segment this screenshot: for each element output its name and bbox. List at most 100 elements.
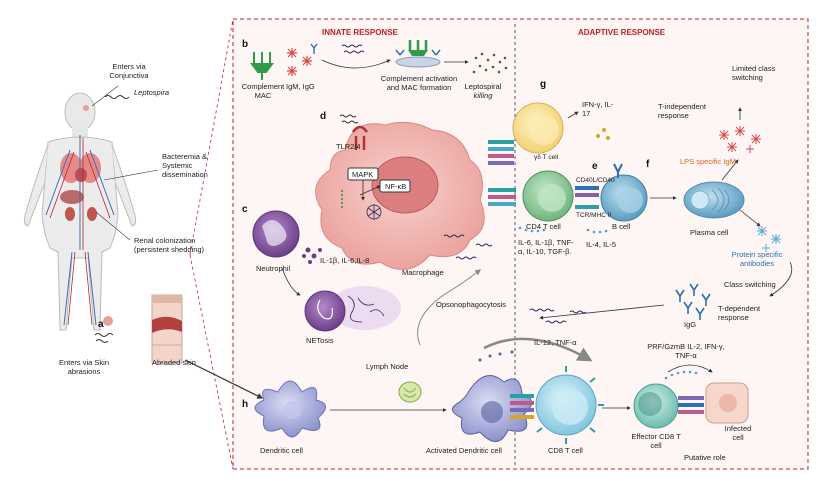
- phagocytosed-leptospira-icon: [366, 204, 382, 220]
- infected-cell-nucleus: [719, 394, 737, 412]
- putative-role-label: Putative role: [684, 453, 726, 462]
- gd-cytokine-arrow: [567, 111, 579, 119]
- pointer-conjunctiva: [91, 85, 119, 107]
- t-dependent-label: T-dependent response: [718, 304, 761, 322]
- igg-to-opsono-arrow: [539, 304, 665, 320]
- panel-label-a: a: [98, 319, 104, 330]
- opsonophagocytosis-label: Opsonophagocytosis: [436, 300, 507, 309]
- igg-antibody-icons: [675, 283, 711, 320]
- prf-gzmb-label: PRF/GzmB IL-2, IFN-γ, TNF-α: [647, 342, 725, 360]
- lymph-node-label: Lymph Node: [366, 362, 409, 371]
- panel-label-f: f: [646, 159, 650, 170]
- il12-tnf-label: IL-12, TNF-α: [534, 338, 577, 347]
- adaptive-response-header: ADAPTIVE RESPONSE: [578, 28, 666, 37]
- nfkb-arrow: [359, 185, 381, 196]
- pointer-bacteremia: [103, 169, 159, 181]
- complement-arrow: [321, 59, 391, 69]
- tcr-connectors-g: [488, 140, 514, 165]
- panel-label-c: c: [242, 204, 248, 215]
- gd-cytokine-dots: [596, 128, 610, 140]
- activated-dendritic-nucleus: [481, 401, 503, 423]
- neutrophil-granules: [302, 247, 322, 264]
- leptospiral-killing-dots: [472, 52, 508, 74]
- lps-igm-label: LPS specific IgM: [680, 157, 736, 166]
- cd8-nucleus: [552, 389, 588, 425]
- limited-switching-label: Limited class switching: [732, 64, 776, 82]
- effector-infected-connectors: [678, 396, 704, 414]
- dendritic-cell-label: Dendritic cell: [260, 446, 303, 455]
- complement-mac-icon: [250, 52, 274, 80]
- renal-colonization-label: Renal colonization (persistent shedding): [134, 236, 205, 254]
- netosis-cell: [304, 286, 401, 332]
- netosis-arrow: [281, 267, 301, 296]
- cd4-bcell-connectors: [575, 186, 599, 209]
- macrophage-label: Macrophage: [402, 268, 444, 277]
- plasma-to-igm-arrow: [721, 159, 739, 181]
- abraded-skin-illustration: [151, 294, 183, 364]
- class-switch-arrow: [769, 261, 793, 297]
- mapk-label: MAPK: [352, 170, 374, 179]
- plasma-cell-label: Plasma cell: [690, 228, 729, 237]
- lps-igm-icons: [719, 126, 761, 153]
- panel-label-d: d: [320, 111, 327, 122]
- leptospiral-killing-label-2: killing: [473, 91, 493, 100]
- callout-line-top: [189, 18, 234, 256]
- igg-label: IgG: [684, 320, 697, 329]
- neutrophil-cytokines-label: IL-1β, IL-6,IL-8: [320, 256, 370, 265]
- cd4-tcell-label: CD4 T cell: [526, 222, 561, 231]
- bcr-icon: [613, 163, 623, 178]
- opsono-return-arrow: [417, 269, 481, 346]
- skin-to-dendritic-arrow: [184, 359, 264, 399]
- class-switching-label: Class switching: [724, 280, 776, 289]
- complement-activation-icon: [395, 40, 441, 68]
- human-body-figure: [23, 92, 137, 331]
- complement-activation-label: Complement activation and MAC formation: [380, 74, 458, 92]
- tcr-connectors-e: [488, 188, 516, 206]
- cd4-cytokines-label: IL-6, IL-1β, TNF-α, IL-10, TGF-β.: [518, 238, 574, 256]
- tlr-receptor-icon: [351, 125, 369, 150]
- dendritic-cd8-connectors: [510, 394, 534, 419]
- tcr-mhc-label: TCR/MHC II: [576, 212, 612, 219]
- tlr-label: TLR2/4: [336, 142, 361, 151]
- il12-arrow: [483, 337, 593, 362]
- cd4-nucleus: [538, 184, 566, 212]
- cd8-surface-receptors: [536, 366, 604, 444]
- nfkb-label: NF-κB: [385, 182, 407, 191]
- bcell-label: B cell: [612, 222, 631, 231]
- t-independent-label: T-independent response: [658, 102, 706, 120]
- innate-response-header: INNATE RESPONSE: [322, 28, 398, 37]
- ifn-il17-label: IFN-γ, IL-17: [582, 100, 614, 118]
- leptospira-group-b-icon: [341, 44, 365, 54]
- il4-il5-label: IL-4, IL-5: [586, 240, 617, 249]
- protein-antibodies-label: Protein specific antibodies: [731, 250, 783, 268]
- panel-label-h: h: [242, 399, 249, 410]
- cd8-tcell-label: CD8 T cell: [548, 446, 583, 455]
- leptospiral-killing-label-1: Leptospiral: [464, 82, 502, 91]
- plasma-cell: [683, 181, 745, 219]
- callout-line-bottom: [189, 254, 234, 470]
- neutrophil-nucleus: [262, 220, 287, 246]
- dendritic-nucleus: [283, 401, 301, 419]
- igm-igg-label: IgM, IgG: [286, 82, 315, 91]
- gd-tcell-nucleus: [529, 115, 559, 145]
- leptospira-label: Leptospira: [134, 88, 170, 97]
- infected-cell-label: Infected cell: [724, 424, 752, 442]
- pointer-renal: [95, 211, 131, 241]
- panel-label-e: e: [592, 161, 598, 172]
- bcell-nucleus: [617, 187, 643, 213]
- cytokine-dots-e: [518, 226, 608, 234]
- plasma-to-protein-arrow: [739, 209, 761, 227]
- leptospira-skin-icon: [94, 333, 114, 343]
- effector-cd8-label: Effector CD8 T cell: [631, 432, 681, 450]
- abraded-skin-label: Abraded skin: [152, 358, 196, 367]
- leptospira-group-d-icon: [339, 114, 359, 124]
- enters-skin-label: Enters via Skin abrasions: [58, 358, 110, 376]
- opsonized-leptospira-icons: [529, 308, 587, 324]
- complement-mac-label: Complement MAC: [241, 82, 285, 100]
- leptospira-conjunctiva-icon: [104, 95, 130, 99]
- bacteremia-label: Bacteremia & Systemic dissemination: [162, 152, 208, 179]
- enters-conjunctiva-label: Enters via Conjunctiva: [109, 62, 149, 80]
- gd-tcell-label: γδ T cell: [534, 154, 559, 161]
